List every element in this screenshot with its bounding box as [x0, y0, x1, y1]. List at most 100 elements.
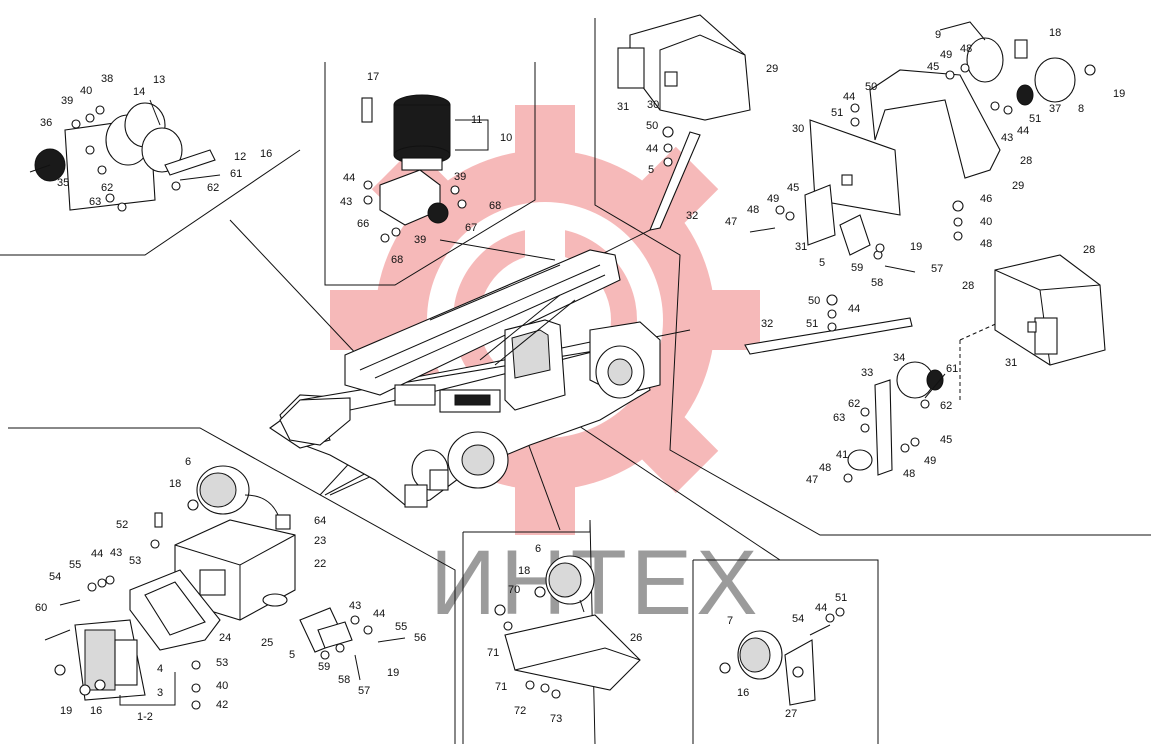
part-label-p9: 9: [935, 29, 941, 41]
part-label-p72: 72: [514, 705, 526, 717]
part-label-p44b: 44: [646, 143, 658, 155]
part-label-p36: 36: [40, 117, 52, 129]
part-label-p32a: 32: [686, 210, 698, 222]
part-label-p18a: 18: [1049, 27, 1061, 39]
part-label-p31a: 31: [617, 101, 629, 113]
rear-light-housing: [617, 14, 751, 231]
part-label-p40c: 40: [216, 680, 228, 692]
part-label-p34: 34: [893, 352, 905, 364]
part-label-p5b: 5: [819, 257, 825, 269]
part-label-p45b: 45: [787, 182, 799, 194]
part-label-p28a: 28: [1020, 155, 1032, 167]
part-label-p62c: 62: [848, 398, 860, 410]
part-label-p47a: 47: [725, 216, 737, 228]
part-label-p17: 17: [367, 71, 379, 83]
part-label-p33: 33: [861, 367, 873, 379]
part-label-p50c: 50: [808, 295, 820, 307]
part-label-p45c: 45: [940, 434, 952, 446]
part-label-p67: 67: [465, 222, 477, 234]
center-work-lamp-assembly: [494, 555, 641, 699]
part-label-p48c: 48: [980, 238, 992, 250]
part-label-p58a: 58: [871, 277, 883, 289]
part-label-p8: 8: [1078, 103, 1084, 115]
part-label-p61b: 61: [946, 363, 958, 375]
part-label-p7: 7: [727, 615, 733, 627]
part-label-p53b: 53: [216, 657, 228, 669]
headlight-cluster-assembly: [29, 99, 221, 212]
part-label-p48d: 48: [819, 462, 831, 474]
part-label-p44a: 44: [343, 172, 355, 184]
part-label-p13: 13: [153, 74, 165, 86]
part-label-p41: 41: [836, 449, 848, 461]
part-label-p44d: 44: [843, 91, 855, 103]
part-label-p42: 42: [216, 699, 228, 711]
part-label-p57b: 57: [358, 685, 370, 697]
part-label-p68b: 68: [391, 254, 403, 266]
part-label-p44c: 44: [1017, 125, 1029, 137]
part-label-p18c: 18: [518, 565, 530, 577]
part-label-p6a: 6: [185, 456, 191, 468]
part-label-p5a: 5: [648, 164, 654, 176]
part-label-p25: 25: [261, 637, 273, 649]
part-label-p49a: 49: [940, 49, 952, 61]
part-label-p63a: 63: [89, 196, 101, 208]
part-label-p55b: 55: [395, 621, 407, 633]
part-label-p71a: 71: [487, 647, 499, 659]
part-label-p62d: 62: [940, 400, 952, 412]
part-label-p22: 22: [314, 558, 326, 570]
part-label-p46: 46: [980, 193, 992, 205]
part-label-p40b: 40: [980, 216, 992, 228]
part-label-p50a: 50: [646, 120, 658, 132]
part-label-p71b: 71: [495, 681, 507, 693]
part-label-p11: 11: [471, 114, 482, 126]
part-label-p31b: 31: [795, 241, 807, 253]
part-label-p19d: 19: [60, 705, 72, 717]
part-label-p60: 60: [35, 602, 47, 614]
part-label-p48b: 48: [747, 204, 759, 216]
reach-stacker-machine: [269, 249, 661, 508]
part-label-p5c: 5: [289, 649, 295, 661]
part-label-p3: 3: [157, 687, 163, 699]
part-label-p28c: 28: [962, 280, 974, 292]
part-label-p54a: 54: [49, 571, 61, 583]
part-label-p51c: 51: [806, 318, 818, 330]
part-label-p47b: 47: [806, 474, 818, 486]
side-light-housing: [744, 254, 1106, 366]
rear-work-lamp-assembly: [719, 607, 845, 706]
part-label-p30b: 30: [792, 123, 804, 135]
part-label-p27: 27: [785, 708, 797, 720]
part-label-p23: 23: [314, 535, 326, 547]
part-label-p16b: 16: [90, 705, 102, 717]
part-label-p62a: 62: [101, 182, 113, 194]
right-light-bracket-assembly: [749, 21, 1096, 273]
part-label-p63b: 63: [833, 412, 845, 424]
part-label-p44g: 44: [373, 608, 385, 620]
part-label-p30a: 30: [647, 99, 659, 111]
part-label-p61a: 61: [230, 168, 242, 180]
part-label-p19a: 19: [1113, 88, 1125, 100]
part-label-p28b: 28: [1083, 244, 1095, 256]
part-label-p43d: 43: [349, 600, 361, 612]
part-label-p58b: 58: [338, 674, 350, 686]
part-label-p52: 52: [116, 519, 128, 531]
part-label-p50b: 50: [865, 81, 877, 93]
part-label-p19c: 19: [387, 667, 399, 679]
part-label-p35: 35: [57, 177, 69, 189]
part-label-p37: 37: [1049, 103, 1061, 115]
part-label-p29b: 29: [1012, 180, 1024, 192]
part-label-p70: 70: [508, 584, 520, 596]
part-label-p55a: 55: [69, 559, 81, 571]
part-label-p54b: 54: [792, 613, 804, 625]
part-label-p40a: 40: [80, 85, 92, 97]
part-label-p57a: 57: [931, 263, 943, 275]
part-label-p53a: 53: [129, 555, 141, 567]
part-label-p43c: 43: [110, 547, 122, 559]
part-label-p48a: 48: [960, 43, 972, 55]
part-label-p51a: 51: [1029, 113, 1041, 125]
part-label-p38: 38: [101, 73, 113, 85]
part-label-p31c: 31: [1005, 357, 1017, 369]
part-label-p48e: 48: [903, 468, 915, 480]
part-label-p39c: 39: [414, 234, 426, 246]
part-label-p39a: 39: [61, 95, 73, 107]
